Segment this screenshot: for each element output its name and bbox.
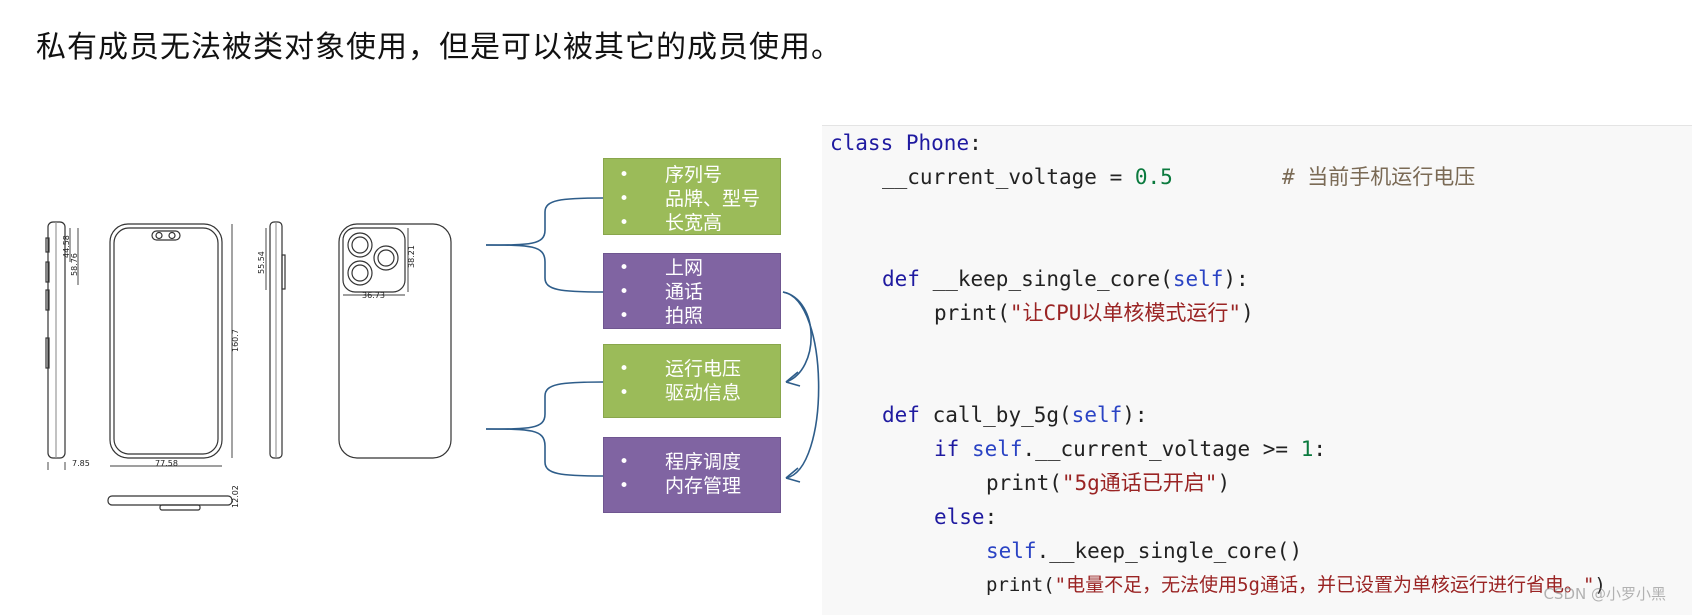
dim-label-3673: 36.73 (362, 291, 385, 300)
code-keyword: class (830, 131, 894, 155)
dim-label-4458: 44.58 (62, 235, 71, 258)
phone-back-view (338, 223, 452, 459)
code-call: print( (986, 574, 1055, 596)
code-keyword: if (934, 437, 960, 461)
box-item: 拍照 (604, 304, 780, 328)
code-string: "让CPU以单核模式运行" (1009, 301, 1242, 325)
code-self: self (986, 539, 1037, 563)
box-item: 运行电压 (604, 357, 780, 381)
dim-label-7758: 77.58 (155, 459, 178, 468)
arrows-to-private (782, 291, 820, 483)
code-block: class Phone: __current_voltage = 0.5 # 当… (822, 125, 1692, 615)
code-function-name: __keep_single_core( (932, 267, 1173, 291)
code-call: print( (934, 301, 1010, 325)
code-line: class Phone: (830, 128, 982, 158)
code-number: 0.5 (1134, 165, 1173, 189)
dim-label-1607: 160.7 (231, 329, 240, 352)
code-punct: : (1313, 437, 1326, 461)
box-item: 序列号 (604, 163, 780, 187)
code-expression: .__current_voltage >= (1022, 437, 1301, 461)
code-function-name: call_by_5g( (932, 403, 1072, 427)
code-punct: : (984, 505, 998, 529)
code-self: self (1071, 403, 1123, 427)
code-number: 1 (1300, 437, 1314, 461)
box-item: 通话 (604, 280, 780, 304)
code-string: "5g通话已开启" (1061, 471, 1218, 495)
watermark: CSDN @小罗小黑 (1543, 585, 1666, 603)
code-punct: : (969, 131, 982, 155)
code-line: if self.__current_voltage >= 1: (934, 434, 1326, 464)
dim-label-785: 7.85 (72, 459, 90, 468)
code-line: print("电量不足，无法使用5g通话，并已设置为单核运行进行省电。") (986, 570, 1606, 600)
code-line: def __keep_single_core(self): (882, 264, 1249, 294)
dim-label-1202: 12.02 (231, 485, 240, 508)
code-punct: ): (1122, 403, 1148, 427)
code-line: def call_by_5g(self): (882, 400, 1148, 430)
page-heading: 私有成员无法被类对象使用，但是可以被其它的成员使用。 (36, 30, 842, 65)
phone-side-view-right (265, 221, 286, 459)
phone-side-view-left (45, 221, 79, 470)
box-item: 上网 (604, 256, 780, 280)
code-comment: # 当前手机运行电压 (1282, 165, 1476, 189)
brace-bottom (485, 381, 604, 477)
code-call: .__keep_single_core() (1036, 539, 1303, 563)
box-item: 长宽高 (604, 211, 780, 235)
code-punct: ) (1241, 301, 1254, 325)
code-line: __current_voltage = 0.5 (882, 162, 1173, 192)
code-string: "电量不足，无法使用5g通话，并已设置为单核运行进行省电。" (1054, 574, 1595, 596)
dim-label-5554: 55.54 (257, 251, 266, 274)
box-private-methods: 程序调度 内存管理 (603, 437, 781, 513)
code-line: print("5g通话已开启") (986, 468, 1230, 498)
code-keyword: def (882, 267, 920, 291)
dim-label-3821: 38.21 (407, 245, 416, 268)
code-self: self (971, 437, 1023, 461)
code-punct: ): (1223, 267, 1249, 291)
phone-diagram: 44.58 58.76 55.54 38.21 36.73 160.7 7.85… (45, 197, 820, 511)
dim-label-5876: 58.76 (70, 253, 79, 276)
code-line: self.__keep_single_core() (986, 536, 1302, 566)
code-self: self (1172, 267, 1224, 291)
phone-front-view (107, 223, 233, 511)
brace-top (485, 197, 604, 293)
code-call: print( (986, 471, 1062, 495)
code-punct: ) (1594, 574, 1606, 596)
box-item: 内存管理 (604, 474, 780, 498)
code-punct: ) (1217, 471, 1231, 495)
box-item: 品牌、型号 (604, 187, 780, 211)
box-phone-functions: 上网 通话 拍照 (603, 253, 781, 329)
code-keyword: else (934, 505, 985, 529)
code-line: else: (934, 502, 997, 532)
code-keyword: def (882, 403, 920, 427)
code-line: print("让CPU以单核模式运行") (934, 298, 1254, 328)
box-phone-attributes: 序列号 品牌、型号 长宽高 (603, 158, 781, 235)
box-private-attributes: 运行电压 驱动信息 (603, 344, 781, 418)
box-item: 驱动信息 (604, 381, 780, 405)
code-class-name: Phone (905, 131, 970, 155)
code-variable: __current_voltage = (882, 165, 1135, 189)
box-item: 程序调度 (604, 450, 780, 474)
